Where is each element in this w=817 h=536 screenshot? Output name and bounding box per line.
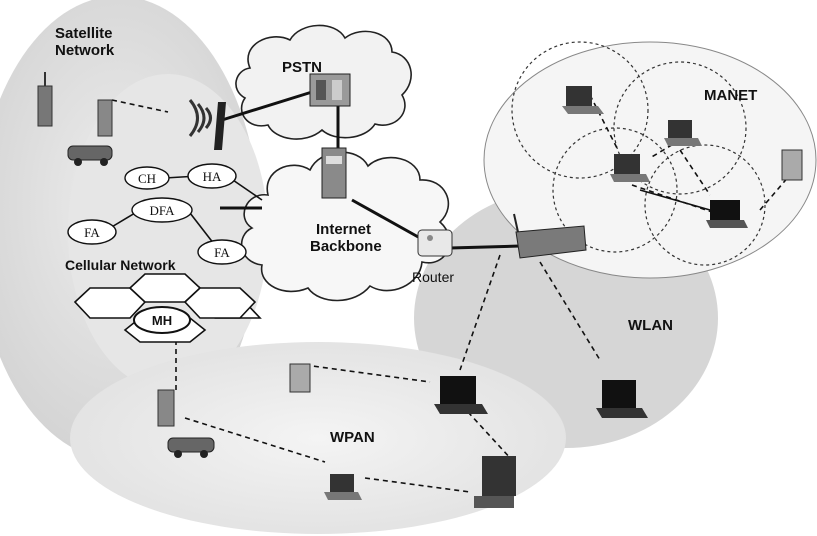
internet-label-line2: Backbone — [310, 238, 382, 255]
wpan-car-icon — [167, 437, 215, 458]
fa-right-node — [197, 239, 247, 265]
gateway-server-icon — [321, 147, 347, 199]
manet-coverage-circles — [511, 41, 766, 266]
pstn-label: PSTN — [282, 59, 322, 76]
cell-phone-icon — [97, 99, 113, 137]
fa-left-label: FA — [84, 225, 100, 240]
manet-laptop-2-icon — [664, 120, 702, 146]
wireless-links — [111, 94, 791, 493]
router-label: Router — [412, 269, 454, 285]
manet-laptop-1-icon — [562, 86, 604, 114]
ha-label: HA — [203, 169, 222, 184]
dfa-node — [131, 197, 193, 223]
wired-links — [220, 90, 521, 250]
manet-solid-link — [639, 189, 711, 211]
manet-label: MANET — [704, 87, 757, 104]
ha-node — [187, 163, 237, 189]
wpan-phone-icon — [157, 389, 175, 427]
antenna-tower-icon — [188, 99, 226, 150]
router-icon — [417, 229, 453, 257]
manet-pda-icon — [781, 149, 803, 181]
wlan-label: WLAN — [628, 317, 673, 334]
wlan-laptop-1-icon — [434, 376, 488, 414]
cellular-hex-grid — [73, 273, 262, 343]
manet-laptop-4-icon — [706, 200, 748, 228]
satellite-label-line1: Satellite — [55, 25, 113, 42]
mh-label: MH — [152, 313, 172, 328]
pstn-switch-icon — [309, 73, 351, 107]
access-point-icon — [513, 213, 587, 259]
ch-label: CH — [138, 171, 156, 186]
wpan-pda-icon — [289, 363, 311, 393]
car-icon — [67, 145, 113, 166]
ch-node — [124, 166, 170, 190]
fa-left-node — [67, 219, 117, 245]
wpan-laptop-icon — [324, 474, 362, 500]
satellite-phone-icon — [37, 72, 53, 127]
satellite-label-line2: Network — [55, 42, 115, 59]
wpan-label: WPAN — [330, 429, 375, 446]
dfa-label: DFA — [149, 203, 175, 218]
cellular-label: Cellular Network — [65, 257, 176, 273]
desktop-computer-icon — [474, 456, 516, 508]
internet-backbone-cloud — [240, 151, 451, 302]
fa-right-label: FA — [214, 245, 230, 260]
mh-node — [133, 306, 191, 334]
manet-laptop-3-icon — [610, 154, 650, 182]
wlan-laptop-2-icon — [596, 380, 648, 418]
internet-label-line1: Internet — [316, 221, 371, 238]
